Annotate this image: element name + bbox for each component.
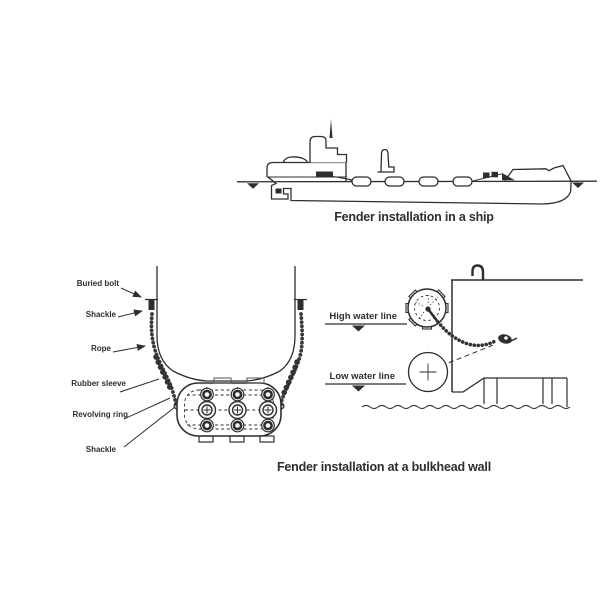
ship-fender-4	[452, 176, 473, 187]
label-shackle-lower: Shackle	[86, 445, 117, 454]
line-rubber-sleeve	[119, 378, 160, 393]
fender-bottom-tab-1	[198, 435, 214, 443]
label-low-water-line: Low water line	[330, 371, 395, 382]
superstructure-base	[266, 161, 347, 182]
water-level-marker-right	[572, 182, 584, 188]
ship-hull	[267, 164, 572, 205]
propeller-hub	[275, 188, 282, 194]
deck-winch-block	[316, 171, 333, 178]
label-high-water-line: High water line	[329, 311, 397, 322]
low-water-marker	[352, 385, 365, 392]
hull-cross-section	[156, 266, 296, 382]
buried-bolt-left	[148, 300, 155, 310]
bulkhead-caption: Fender installation at a bulkhead wall	[277, 460, 491, 474]
label-revolving-ring: Revolving ring	[72, 410, 128, 419]
mast	[329, 119, 333, 138]
lifeboat	[282, 156, 309, 163]
bridge-tower	[309, 135, 348, 163]
fender-inner-dashed	[414, 295, 440, 321]
rubber-sleeve-right	[281, 359, 300, 396]
label-shackle-upper: Shackle	[86, 310, 117, 319]
fender-bolt-circles	[197, 387, 278, 433]
bulkhead-fender-low	[407, 351, 449, 393]
ship-fender-1	[351, 176, 372, 187]
fender-top-tab-1	[213, 377, 232, 384]
arrow-shackle-upper	[117, 309, 143, 318]
ship-waterline	[236, 180, 598, 183]
bulkhead-diagram: High water line Low water line Fender in…	[277, 264, 583, 474]
buried-bolt-right	[297, 300, 304, 310]
bulkhead-fender-high	[405, 288, 449, 330]
label-rope: Rope	[91, 344, 112, 353]
fender-bottom-tab-3	[259, 435, 275, 443]
funnel	[377, 148, 395, 173]
cross-section-diagram: Buried bolt Shackle Rope Rubber sleeve R…	[71, 266, 307, 454]
fender-inset-dashed	[184, 389, 274, 430]
label-buried-bolt: Buried bolt	[77, 279, 120, 288]
rigging-line-aft-2	[345, 178, 353, 181]
line-shackle-lower	[123, 406, 176, 448]
ship-fender-2	[384, 176, 405, 187]
label-rubber-sleeve: Rubber sleeve	[71, 379, 126, 388]
mooring-hook	[471, 264, 485, 280]
fender-spokes	[413, 294, 439, 320]
bow-winch-1	[483, 172, 490, 178]
chain-anchor-eye	[498, 334, 518, 344]
ship-diagram: Fender installation in a ship	[236, 119, 598, 224]
fender-top-tab-2	[246, 377, 265, 384]
seabed-waterline	[361, 404, 571, 410]
wall-base	[452, 377, 567, 393]
water-level-marker-left	[247, 183, 259, 189]
fender-chain-stub	[426, 308, 440, 323]
bulkhead-chain	[436, 320, 499, 348]
arrow-rope	[112, 344, 146, 353]
fender-bottom-tab-2	[229, 435, 245, 443]
bow-winch-2	[491, 171, 498, 178]
high-water-marker	[352, 325, 365, 332]
arrow-buried-bolt	[120, 287, 142, 298]
rubber-sleeve-left	[153, 354, 174, 393]
ship-fender-3	[418, 176, 439, 187]
line-revolving-ring	[123, 397, 171, 420]
bow-chute	[502, 173, 515, 181]
ship-caption: Fender installation in a ship	[334, 210, 494, 224]
